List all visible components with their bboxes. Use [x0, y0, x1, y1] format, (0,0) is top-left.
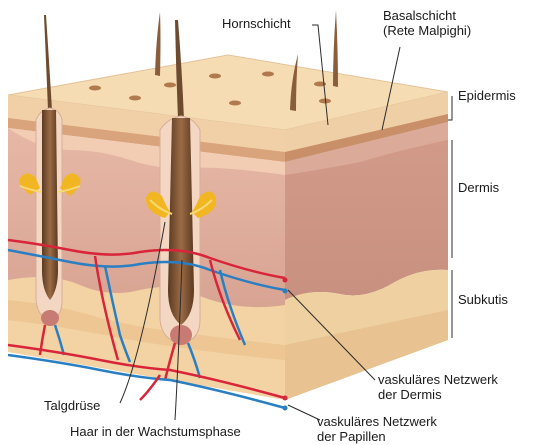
label-vask-papillen-line1: vaskuläres Netzwerk	[317, 414, 437, 429]
hair-follicle-left	[36, 15, 64, 355]
label-basalschicht-line2: (Rete Malpighi)	[383, 23, 471, 38]
label-vask-dermis-line1: vaskuläres Netzwerk	[378, 372, 498, 387]
label-haar-wachstumsphase: Haar in der Wachstumsphase	[70, 424, 241, 439]
label-vask-papillen-line2: der Papillen	[317, 429, 386, 444]
label-dermis: Dermis	[458, 180, 499, 195]
label-talgdruese: Talgdrüse	[44, 398, 100, 413]
label-basalschicht-line1: Basalschicht	[383, 8, 456, 23]
label-vask-dermis-line2: der Dermis	[378, 387, 442, 402]
label-epidermis: Epidermis	[458, 88, 516, 103]
label-hornschicht: Hornschicht	[222, 16, 291, 31]
label-subkutis: Subkutis	[458, 292, 508, 307]
